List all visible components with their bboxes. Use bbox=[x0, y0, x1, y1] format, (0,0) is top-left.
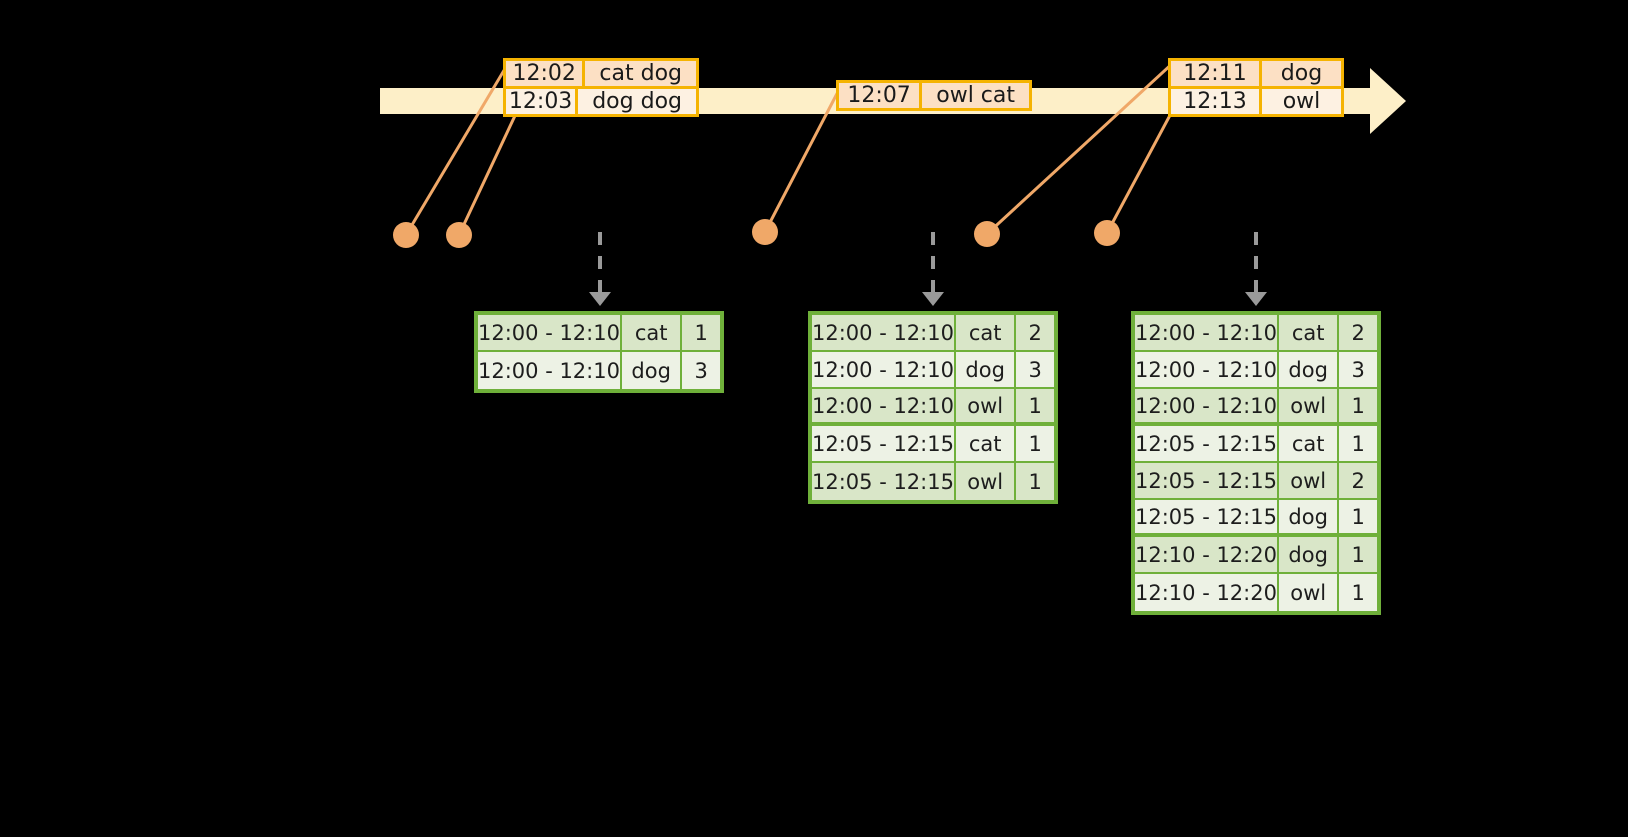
window-cell: 12:00 - 12:10 bbox=[812, 352, 956, 387]
word-cell: cat bbox=[1278, 426, 1340, 461]
word-cell: cat bbox=[955, 426, 1017, 461]
result-table-3-arrow-head bbox=[1245, 292, 1267, 306]
event-dots bbox=[393, 219, 1120, 248]
window-cell: 12:00 - 12:10 bbox=[812, 389, 956, 422]
dot-3 bbox=[752, 219, 778, 245]
dot-3-connector-line bbox=[763, 83, 844, 233]
event-timestamp: 12:13 bbox=[1171, 89, 1259, 114]
word-cell: dog bbox=[955, 352, 1017, 387]
dot-2 bbox=[446, 222, 472, 248]
dashed-arrows bbox=[589, 232, 1267, 306]
window-cell: 12:10 - 12:20 bbox=[1135, 574, 1279, 611]
count-cell: 1 bbox=[1339, 389, 1377, 422]
result-table-2-arrow-head bbox=[922, 292, 944, 306]
word-cell: cat bbox=[955, 315, 1017, 350]
event-words: dog bbox=[1259, 61, 1341, 86]
window-cell: 12:05 - 12:15 bbox=[812, 463, 956, 500]
window-cell: 12:00 - 12:10 bbox=[1135, 315, 1279, 350]
count-cell: 2 bbox=[1339, 315, 1377, 350]
count-cell: 1 bbox=[1339, 500, 1377, 533]
word-cell: dog bbox=[621, 352, 683, 389]
word-cell: dog bbox=[1278, 352, 1340, 387]
word-cell: owl bbox=[955, 463, 1017, 500]
window-cell: 12:00 - 12:10 bbox=[1135, 352, 1279, 387]
window-cell: 12:10 - 12:20 bbox=[1135, 537, 1279, 572]
count-cell: 3 bbox=[1339, 352, 1377, 387]
window-cell: 12:05 - 12:15 bbox=[1135, 463, 1279, 498]
dot-1-connector-line bbox=[404, 61, 511, 236]
window-cell: 12:05 - 12:15 bbox=[1135, 500, 1279, 533]
dot-5-connector-line bbox=[1105, 103, 1178, 234]
dot-4 bbox=[974, 221, 1000, 247]
result-table-1-arrow-head bbox=[589, 292, 611, 306]
window-cell: 12:00 - 12:10 bbox=[478, 315, 622, 350]
word-cell: owl bbox=[955, 389, 1017, 422]
dot-1 bbox=[393, 222, 419, 248]
count-cell: 2 bbox=[1016, 315, 1054, 350]
window-cell: 12:05 - 12:15 bbox=[1135, 426, 1279, 461]
word-cell: cat bbox=[1278, 315, 1340, 350]
word-cell: owl bbox=[1278, 463, 1340, 498]
count-cell: 1 bbox=[1339, 574, 1377, 611]
event-words: dog dog bbox=[575, 89, 696, 114]
event-timestamp: 12:02 bbox=[506, 61, 583, 86]
event-words: owl cat bbox=[919, 83, 1029, 108]
window-cell: 12:00 - 12:10 bbox=[812, 315, 956, 350]
count-cell: 2 bbox=[1339, 463, 1377, 498]
count-cell: 1 bbox=[1339, 537, 1377, 572]
count-cell: 1 bbox=[1016, 463, 1054, 500]
dot-2-connector-line bbox=[457, 104, 522, 236]
event-timestamp: 12:07 bbox=[839, 83, 920, 108]
window-cell: 12:00 - 12:10 bbox=[478, 352, 622, 389]
word-cell: cat bbox=[621, 315, 683, 350]
word-cell: dog bbox=[1278, 537, 1340, 572]
count-cell: 1 bbox=[1339, 426, 1377, 461]
window-cell: 12:00 - 12:10 bbox=[1135, 389, 1279, 422]
count-cell: 3 bbox=[682, 352, 720, 389]
event-timestamp: 12:03 bbox=[506, 89, 576, 114]
count-cell: 1 bbox=[1016, 426, 1054, 461]
word-cell: owl bbox=[1278, 574, 1340, 611]
dot-5 bbox=[1094, 220, 1120, 246]
word-cell: owl bbox=[1278, 389, 1340, 422]
event-timestamp: 12:11 bbox=[1171, 61, 1259, 86]
window-cell: 12:05 - 12:15 bbox=[812, 426, 956, 461]
count-cell: 1 bbox=[1016, 389, 1054, 422]
event-words: cat dog bbox=[582, 61, 696, 86]
count-cell: 3 bbox=[1016, 352, 1054, 387]
word-cell: dog bbox=[1278, 500, 1340, 533]
event-words: owl bbox=[1259, 89, 1341, 114]
count-cell: 1 bbox=[682, 315, 720, 350]
